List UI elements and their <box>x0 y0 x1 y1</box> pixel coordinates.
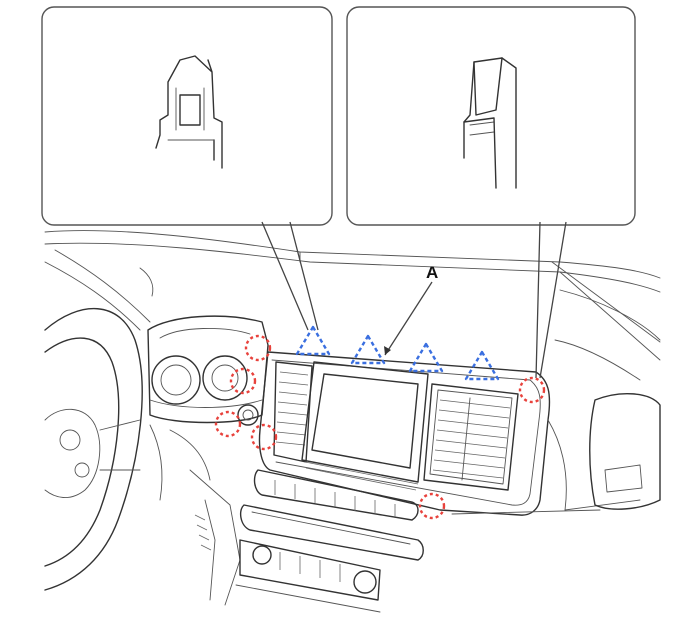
clip-circle-marker <box>244 334 272 362</box>
clip-circle-marker <box>518 376 546 404</box>
dashboard-illustration <box>44 230 661 613</box>
lower-switch-panel <box>235 469 424 613</box>
clip-triangle-marker <box>350 334 386 365</box>
tab-detail-icon <box>463 57 517 189</box>
label-a: A <box>426 263 438 282</box>
clip-markers-circle <box>214 334 546 520</box>
label-a-arrowhead <box>384 346 391 355</box>
lower-left-controls <box>149 404 259 606</box>
right-air-vent <box>423 383 519 491</box>
center-fascia-panel <box>258 351 551 516</box>
label-a-leader <box>384 281 433 356</box>
clip-circle-marker <box>250 423 278 451</box>
callout-clip-right <box>346 6 636 226</box>
steering-wheel <box>44 308 143 591</box>
navigation-screen <box>301 361 429 491</box>
instrument-cluster <box>147 315 269 424</box>
clip-markers-triangle <box>295 325 500 381</box>
clip-circle-marker <box>214 410 242 438</box>
callout-clip-left <box>41 6 333 226</box>
clip-triangle-marker <box>464 350 500 381</box>
clip-circle-marker <box>229 367 257 395</box>
clip-detail-icon <box>155 55 223 169</box>
clip-triangle-marker <box>295 325 331 356</box>
right-dashboard <box>451 339 661 515</box>
leader-line-right <box>535 221 567 379</box>
leader-line-left <box>261 221 319 331</box>
left-air-vent <box>273 361 313 463</box>
clip-triangle-marker <box>408 342 444 373</box>
clip-circle-marker <box>418 492 446 520</box>
